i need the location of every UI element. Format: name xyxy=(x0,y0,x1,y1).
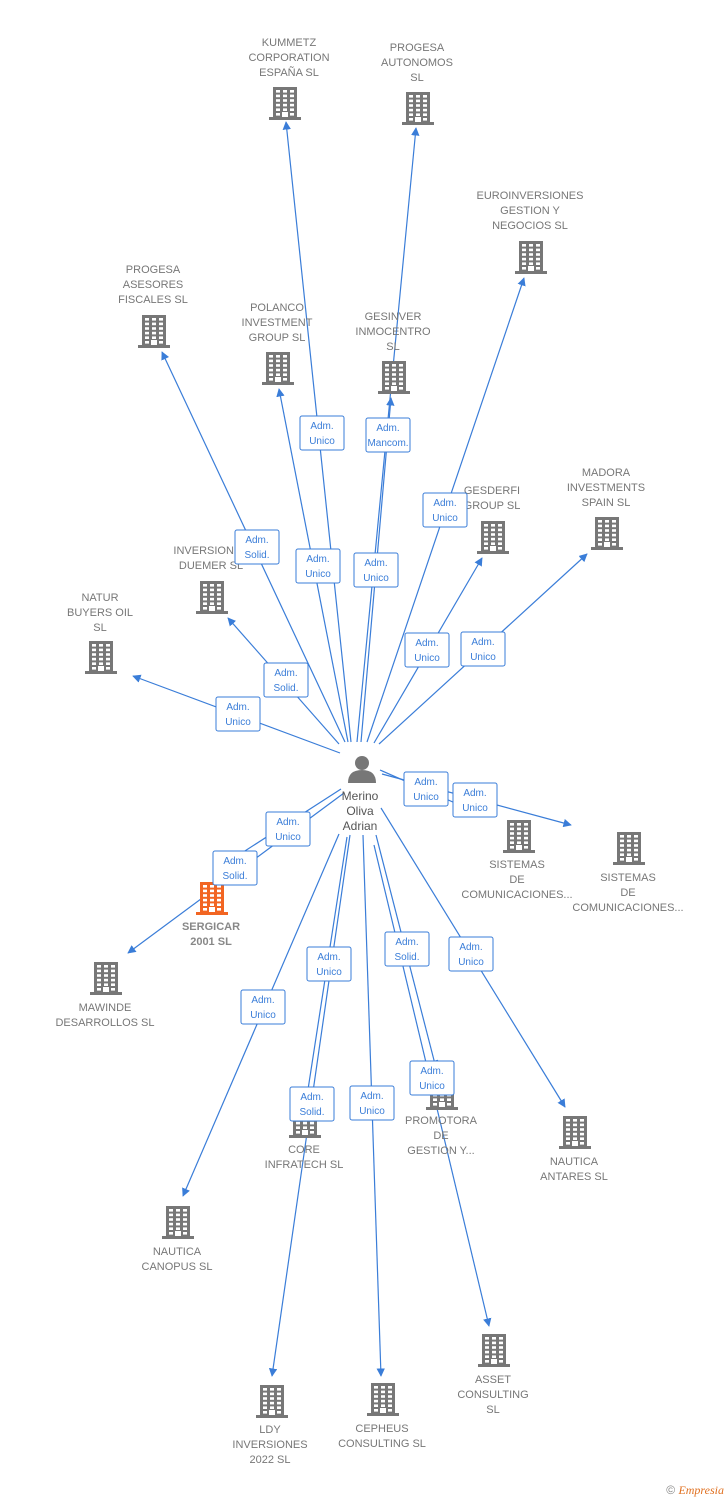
role-text: Adm.Unico xyxy=(419,1066,445,1092)
role-badge-core-infratech[interactable]: Adm.Solid. xyxy=(289,1086,335,1122)
building-icon[interactable] xyxy=(378,361,410,394)
role-badge-gesinver[interactable]: Adm.Unico xyxy=(353,552,399,588)
role-badge-nautica-antares[interactable]: Adm.Unico xyxy=(448,936,494,972)
role-badge-gesderfi[interactable]: Adm.Unico xyxy=(404,632,450,668)
building-icon[interactable] xyxy=(256,1385,288,1418)
role-text: Adm.Unico xyxy=(470,637,496,663)
role-badge-nautica-canopus[interactable]: Adm.Unico xyxy=(240,989,286,1025)
role-text: Adm.Unico xyxy=(309,421,335,447)
role-badge-mawinde[interactable]: Adm.Solid. xyxy=(212,850,258,886)
role-text: Adm.Unico xyxy=(413,777,439,803)
role-text: Adm.Unico xyxy=(225,702,251,728)
role-badge-natur-buyers[interactable]: Adm.Unico xyxy=(215,696,261,732)
building-icon[interactable] xyxy=(515,241,547,274)
building-icon[interactable] xyxy=(269,87,301,120)
footer-brand[interactable]: © Empresia xyxy=(666,1483,724,1498)
role-badge-madora[interactable]: Adm.Unico xyxy=(460,631,506,667)
building-icon[interactable] xyxy=(613,832,645,865)
building-icon[interactable] xyxy=(477,521,509,554)
role-badge-euroinversiones[interactable]: Adm.Unico xyxy=(422,492,468,528)
role-badge-progesa-asesores[interactable]: Adm.Solid. xyxy=(234,529,280,565)
role-text: Adm.Mancom. xyxy=(367,423,408,449)
role-text: Adm.Solid. xyxy=(222,856,247,882)
role-text: Adm.Unico xyxy=(359,1091,385,1117)
role-text: Adm.Solid. xyxy=(244,535,269,561)
building-icon[interactable] xyxy=(503,820,535,853)
building-icon[interactable] xyxy=(591,517,623,550)
role-text: Adm.Unico xyxy=(458,942,484,968)
building-icon[interactable] xyxy=(559,1116,591,1149)
role-badge-kummetz[interactable]: Adm.Unico xyxy=(299,415,345,451)
role-text: Adm.Unico xyxy=(414,638,440,664)
role-text: Adm.Unico xyxy=(462,788,488,814)
building-icon[interactable] xyxy=(478,1334,510,1367)
brand-logo: Empresia xyxy=(678,1483,724,1497)
role-badge-asset-consulting[interactable]: Adm.Unico xyxy=(409,1060,455,1096)
role-badge-progesa-autonomos[interactable]: Adm.Mancom. xyxy=(365,417,411,453)
role-text: Adm.Unico xyxy=(275,817,301,843)
role-text: Adm.Unico xyxy=(316,952,342,978)
role-text: Adm.Solid. xyxy=(299,1092,324,1118)
role-badge-cepheus[interactable]: Adm.Unico xyxy=(349,1085,395,1121)
role-badge-sistemas-1[interactable]: Adm.Unico xyxy=(403,771,449,807)
building-icon[interactable] xyxy=(162,1206,194,1239)
role-badge-sergicar[interactable]: Adm.Unico xyxy=(265,811,311,847)
role-text: Adm.Solid. xyxy=(273,668,298,694)
building-icon[interactable] xyxy=(90,962,122,995)
role-badge-inversiones-duemer[interactable]: Adm.Solid. xyxy=(263,662,309,698)
role-text: Adm.Unico xyxy=(250,995,276,1021)
building-icon[interactable] xyxy=(196,882,228,915)
building-icon[interactable] xyxy=(85,641,117,674)
role-text: Adm.Unico xyxy=(363,558,389,584)
role-badge-ldy-inversiones[interactable]: Adm.Unico xyxy=(306,946,352,982)
role-text: Adm.Solid. xyxy=(394,937,419,963)
role-text: Adm.Unico xyxy=(305,554,331,580)
building-icon[interactable] xyxy=(196,581,228,614)
role-badge-sistemas-2[interactable]: Adm.Unico xyxy=(452,782,498,818)
role-badge-promotora[interactable]: Adm.Solid. xyxy=(384,931,430,967)
building-icon[interactable] xyxy=(138,315,170,348)
person-icon[interactable] xyxy=(348,756,376,783)
building-icon[interactable] xyxy=(402,92,434,125)
role-text: Adm.Unico xyxy=(432,498,458,524)
building-icon[interactable] xyxy=(367,1383,399,1416)
building-icon[interactable] xyxy=(262,352,294,385)
role-badge-polanco[interactable]: Adm.Unico xyxy=(295,548,341,584)
copyright-symbol: © xyxy=(666,1483,676,1497)
